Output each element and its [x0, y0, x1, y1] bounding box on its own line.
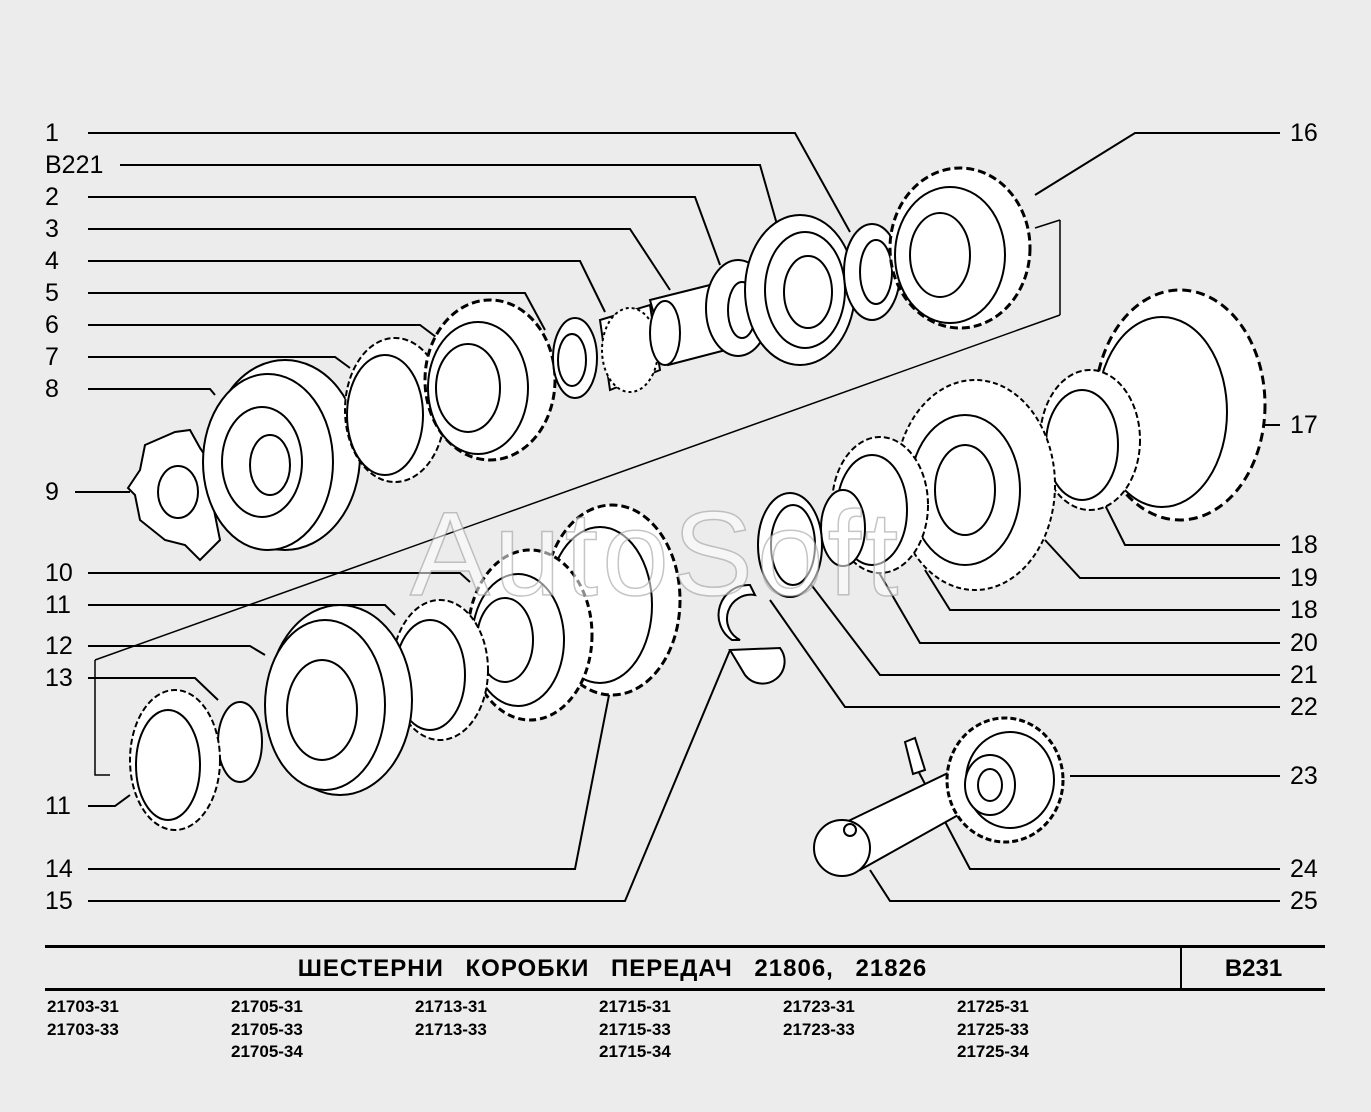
leader-6: [88, 324, 441, 341]
model-number: 21725-31: [957, 997, 1029, 1016]
leader-19: [1044, 539, 1280, 579]
leader-4: [88, 260, 606, 313]
model-column-4: 21715-31 21715-33 21715-34: [599, 996, 671, 1064]
leader-18b: [924, 569, 1280, 611]
callout-25: 25: [1290, 887, 1318, 915]
callout-9: 9: [45, 478, 59, 506]
leader-7: [88, 356, 351, 369]
callout-11-lower: 11: [45, 792, 71, 820]
callout-15: 15: [45, 887, 73, 915]
model-column-5: 21723-31 21723-33: [783, 996, 855, 1041]
model-number: 21715-34: [599, 1042, 671, 1061]
callout-23: 23: [1290, 762, 1318, 790]
model-number: 21705-34: [231, 1042, 303, 1061]
callout-13: 13: [45, 664, 73, 692]
leader-11a: [88, 604, 396, 616]
model-column-1: 21703-31 21703-33: [47, 996, 119, 1041]
leader-11b: [88, 794, 131, 807]
callout-18-lower: 18: [1290, 596, 1318, 624]
exploded-parts-diagram: [75, 132, 1280, 902]
leader-2: [88, 196, 721, 266]
leader-12: [88, 645, 266, 656]
leader-3: [88, 228, 671, 291]
callout-14: 14: [45, 855, 73, 883]
model-number: 21715-33: [599, 1019, 671, 1039]
callout-3: 3: [45, 215, 59, 243]
leader-13: [88, 677, 219, 701]
callout-6: 6: [45, 311, 59, 339]
leader-25: [869, 869, 1280, 902]
callout-24: 24: [1290, 855, 1318, 883]
callout-7: 7: [45, 343, 59, 371]
callout-18: 18: [1290, 531, 1318, 559]
callout-20: 20: [1290, 629, 1318, 657]
model-column-6: 21725-31 21725-33 21725-34: [957, 996, 1029, 1064]
title-bar: ШЕСТЕРНИ КОРОБКИ ПЕРЕДАЧ 21806, 21826 B2…: [45, 945, 1325, 991]
callout-b221: B221: [45, 151, 104, 179]
model-number: 21703-33: [47, 1019, 119, 1039]
leader-18a: [1104, 504, 1280, 546]
leader-1: [88, 132, 851, 233]
leader-20: [859, 539, 1280, 644]
callout-11: 11: [45, 591, 71, 619]
leader-15: [88, 649, 731, 902]
callout-19: 19: [1290, 564, 1318, 592]
model-number: 21705-31: [231, 997, 303, 1016]
callout-2: 2: [45, 183, 59, 211]
diagram-title: ШЕСТЕРНИ КОРОБКИ ПЕРЕДАЧ 21806, 21826: [297, 955, 928, 982]
model-number: 21703-31: [47, 997, 119, 1016]
model-number: 21723-31: [783, 997, 855, 1016]
callout-16: 16: [1290, 119, 1318, 147]
page-code: B231: [1224, 955, 1283, 982]
model-column-3: 21713-31 21713-33: [415, 996, 487, 1041]
callout-21: 21: [1290, 661, 1318, 689]
leader-8: [88, 388, 216, 396]
callout-1: 1: [45, 119, 59, 147]
model-number: 21723-33: [783, 1019, 855, 1039]
callout-8: 8: [45, 375, 59, 403]
model-number: 21725-33: [957, 1019, 1029, 1039]
leader-14: [88, 689, 611, 870]
callout-22: 22: [1290, 693, 1318, 721]
leader-10: [88, 572, 471, 583]
model-number: 21713-31: [415, 997, 487, 1016]
leader-22: [769, 599, 1280, 708]
leader-16: [1034, 132, 1280, 196]
model-number: 21713-33: [415, 1019, 487, 1039]
callout-4: 4: [45, 247, 59, 275]
model-number: 21705-33: [231, 1019, 303, 1039]
callout-10: 10: [45, 559, 73, 587]
model-number: 21715-31: [599, 997, 671, 1016]
callout-17: 17: [1290, 411, 1318, 439]
leader-5: [88, 292, 546, 331]
callout-5: 5: [45, 279, 59, 307]
model-number: 21725-34: [957, 1042, 1029, 1061]
leader-b221: [120, 164, 779, 229]
title-divider: [1180, 948, 1182, 988]
callout-12: 12: [45, 632, 73, 660]
leader-21: [799, 569, 1280, 676]
model-column-2: 21705-31 21705-33 21705-34: [231, 996, 303, 1064]
